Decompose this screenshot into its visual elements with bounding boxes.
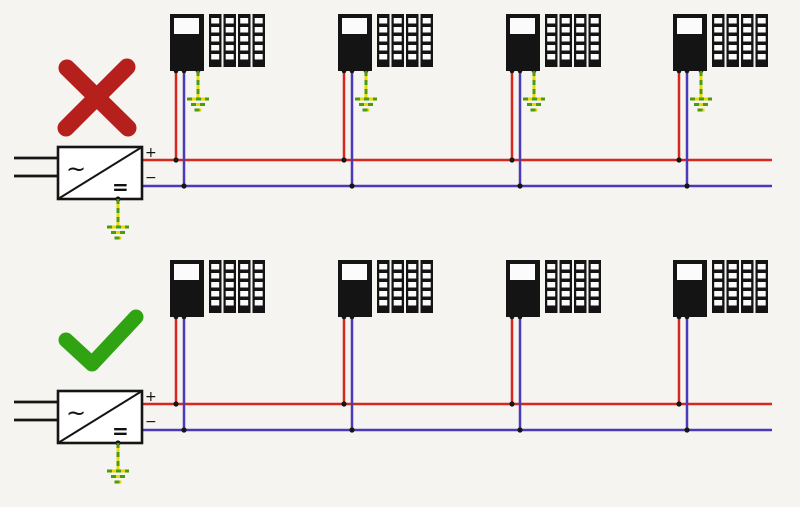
junction-dot [349,183,355,189]
wrong-section: ~ = + − [14,14,772,240]
junction-dot [173,401,179,407]
plc-drop-group [509,68,547,189]
plc-drop-group [509,314,523,433]
plc-drop-group [173,314,187,433]
junction-dot [684,427,690,433]
plc-drop-group [173,68,211,189]
dc-symbol: = [112,175,129,199]
junction-dot [517,427,523,433]
dc-symbol: = [112,419,129,443]
minus-terminal-label: − [145,414,157,430]
plc-drop-group [676,314,690,433]
junction-dot [181,427,187,433]
power-supply: ~ = + − [14,145,157,240]
junction-dot [676,401,682,407]
junction-dot [509,401,515,407]
plc-drop-group [341,314,355,433]
junction-dot [684,183,690,189]
junction-dot [341,157,347,163]
converter-diagonal [57,390,143,444]
plus-terminal-label: + [145,389,157,405]
correct-section: ~ = + − [14,260,772,484]
ac-symbol: ~ [66,155,86,183]
converter-diagonal [57,146,143,200]
junction-dot [173,157,179,163]
x-mark-icon [57,58,137,137]
junction-dot [341,401,347,407]
junction-dot [349,427,355,433]
check-mark-icon [58,309,144,372]
junction-dot [181,183,187,189]
plus-terminal-label: + [145,145,157,161]
power-supply: ~ = + − [14,389,157,484]
plc-drop-group [676,68,714,189]
plc-drop-group [341,68,379,189]
junction-dot [676,157,682,163]
minus-terminal-label: − [145,170,157,186]
junction-dot [509,157,515,163]
junction-dot [517,183,523,189]
ac-symbol: ~ [66,399,86,427]
